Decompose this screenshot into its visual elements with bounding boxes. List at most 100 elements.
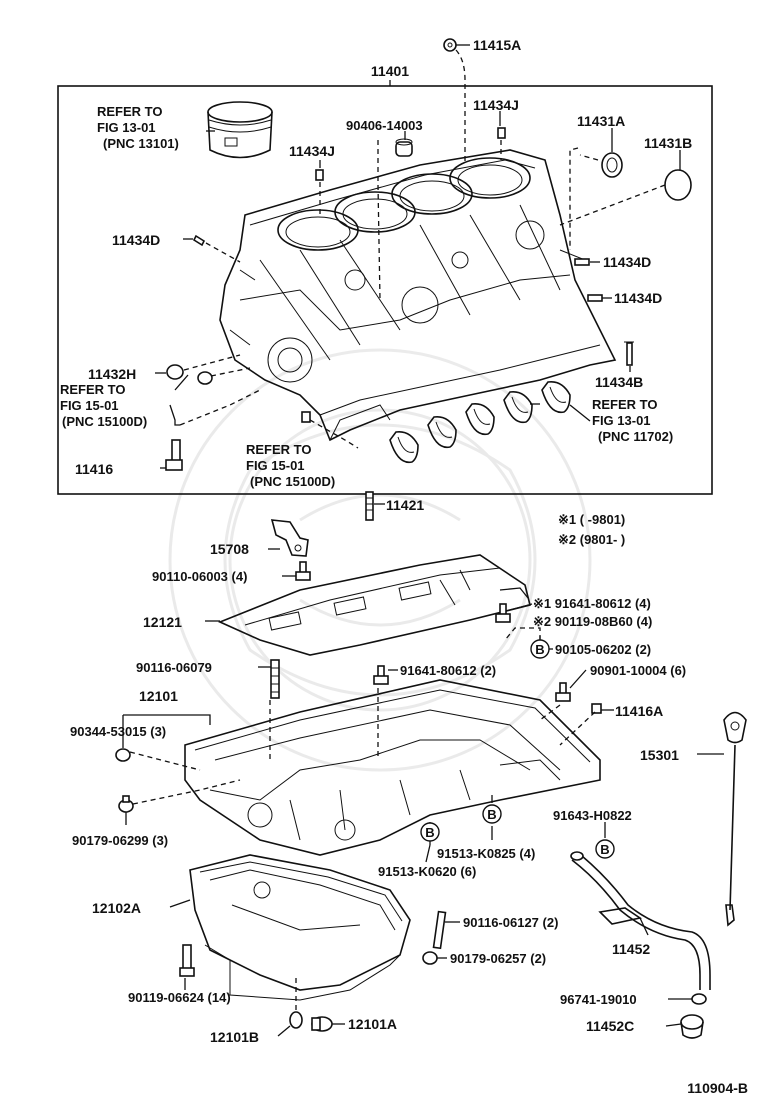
label-90901: 90901-10004 (6) <box>590 663 686 678</box>
label-90406: 90406-14003 <box>346 118 423 133</box>
pin-11434d-r2-icon <box>587 294 603 302</box>
drain-plug-12101a-icon <box>311 1016 333 1032</box>
plug-11416a-icon <box>591 703 602 714</box>
label-91641-a: ※1 91641-80612 (4) <box>533 596 651 611</box>
label-90119-b: 90119-06624 (14) <box>128 990 231 1005</box>
bolt-90901-icon <box>555 682 571 702</box>
callout-b-2: B <box>482 804 502 824</box>
refer-piston-line3: (PNC 13101) <box>103 136 179 151</box>
label-11421: 11421 <box>386 497 424 513</box>
bolt-90119-b-icon <box>179 944 195 977</box>
label-96741: 96741-19010 <box>560 992 637 1007</box>
cylinder-block <box>219 149 617 442</box>
label-90179-b: 90179-06257 (2) <box>450 951 546 966</box>
bolt-91641-b-icon <box>373 665 389 685</box>
refer-piston-line1: REFER TO <box>97 104 163 119</box>
stud-90116-b-icon <box>432 910 447 950</box>
label-91643: 91643-H0822 <box>553 808 632 823</box>
label-11452: 11452 <box>612 941 650 957</box>
label-90110: 90110-06003 (4) <box>152 569 247 584</box>
pin-11434d-r1-icon <box>574 258 590 266</box>
seal-11431a-icon <box>601 152 623 178</box>
o-ring-96741-icon <box>691 993 707 1005</box>
diagram-id: 110904-B <box>687 1080 748 1096</box>
label-12102a: 12102A <box>92 900 141 916</box>
bracket-15708-icon <box>270 519 309 557</box>
oil-baffle-12121-icon <box>217 554 531 656</box>
refer-left-line3: (PNC 15100D) <box>62 414 147 429</box>
bolt-91641-a-icon <box>495 603 511 623</box>
dipstick-15301-icon <box>723 711 747 927</box>
label-11416: 11416 <box>75 461 113 477</box>
dipstick-guide-11452-icon <box>570 851 711 990</box>
refer-bottom-line1: REFER TO <box>246 442 312 457</box>
label-11434j-b: 11434J <box>473 97 519 113</box>
label-90119-a: ※2 90119-08B60 (4) <box>533 614 652 629</box>
pin-11434j-b-icon <box>497 127 506 139</box>
label-12101b: 12101B <box>210 1029 259 1045</box>
svg-text:B: B <box>600 842 609 857</box>
nut-90179-b-icon <box>422 951 438 965</box>
note-2: ※2 (9801- ) <box>558 532 625 547</box>
bolt-90110-icon <box>295 561 311 581</box>
label-91513-b: 91513-K0620 (6) <box>378 864 476 879</box>
label-90116-b: 90116-06127 (2) <box>463 915 558 930</box>
label-90179-a: 90179-06299 (3) <box>72 833 168 848</box>
refer-bottom-line3: (PNC 15100D) <box>250 474 335 489</box>
svg-text:B: B <box>487 807 496 822</box>
label-11416a: 11416A <box>615 703 663 719</box>
watermark-emblem <box>168 348 592 772</box>
label-11434b: 11434B <box>595 374 643 390</box>
stud-90116-a-icon <box>270 659 280 699</box>
label-11452c: 11452C <box>586 1018 634 1034</box>
oil-pan-lower-12102a-icon <box>189 854 411 1001</box>
plug-11431b-icon <box>664 169 692 201</box>
label-11434d-left: 11434D <box>112 232 160 248</box>
refer-bottom-line2: FIG 15-01 <box>246 458 305 473</box>
label-11434d-r2: 11434D <box>614 290 662 306</box>
svg-text:B: B <box>535 642 544 657</box>
refer-bearing-line2: FIG 13-01 <box>592 413 651 428</box>
label-15708: 15708 <box>210 541 249 557</box>
callout-b-4: B <box>595 839 615 859</box>
label-11415a: 11415A <box>473 37 521 53</box>
label-11434d-r1: 11434D <box>603 254 651 270</box>
plug-11432h-icon <box>166 364 213 385</box>
label-90344: 90344-53015 (3) <box>70 724 166 739</box>
label-91513-a: 91513-K0825 (4) <box>437 846 535 861</box>
label-90116-a: 90116-06079 <box>136 660 212 675</box>
refer-left-line1: REFER TO <box>60 382 126 397</box>
leader-lines <box>155 44 724 1037</box>
main-bearings-icon <box>389 380 571 464</box>
label-15301: 15301 <box>640 747 679 763</box>
assembly-frame <box>57 85 713 495</box>
stud-11421-icon <box>365 491 374 521</box>
label-90105: 90105-06202 (2) <box>555 642 651 657</box>
label-11434j-a: 11434J <box>289 143 335 159</box>
label-12101: 12101 <box>139 688 178 704</box>
pin-11434b-icon <box>626 342 633 366</box>
label-11431b: 11431B <box>644 135 692 151</box>
plug-11415a-icon <box>443 38 457 52</box>
refer-left-line2: FIG 15-01 <box>60 398 119 413</box>
label-11432h: 11432H <box>88 366 136 382</box>
plug-90344-icon <box>115 748 131 762</box>
pin-11434d-left-icon <box>192 234 206 247</box>
pin-11434j-a-icon <box>315 169 324 181</box>
bolt-11416-icon <box>165 439 183 471</box>
refer-piston-line2: FIG 13-01 <box>97 120 156 135</box>
oil-pan-upper-12101-icon <box>184 679 601 856</box>
callout-b-3: B <box>420 822 440 842</box>
label-91641-b: 91641-80612 (2) <box>400 663 496 678</box>
label-11431a: 11431A <box>577 113 625 129</box>
refer-bearing-line1: REFER TO <box>592 397 658 412</box>
piston-icon <box>207 101 273 159</box>
note-1: ※1 ( -9801) <box>558 512 625 527</box>
gasket-12101b-icon <box>289 1011 303 1029</box>
cap-11452c-icon <box>680 1014 704 1039</box>
label-12121: 12121 <box>143 614 182 630</box>
dowel-90406-icon <box>395 138 413 157</box>
label-12101a: 12101A <box>348 1016 397 1032</box>
